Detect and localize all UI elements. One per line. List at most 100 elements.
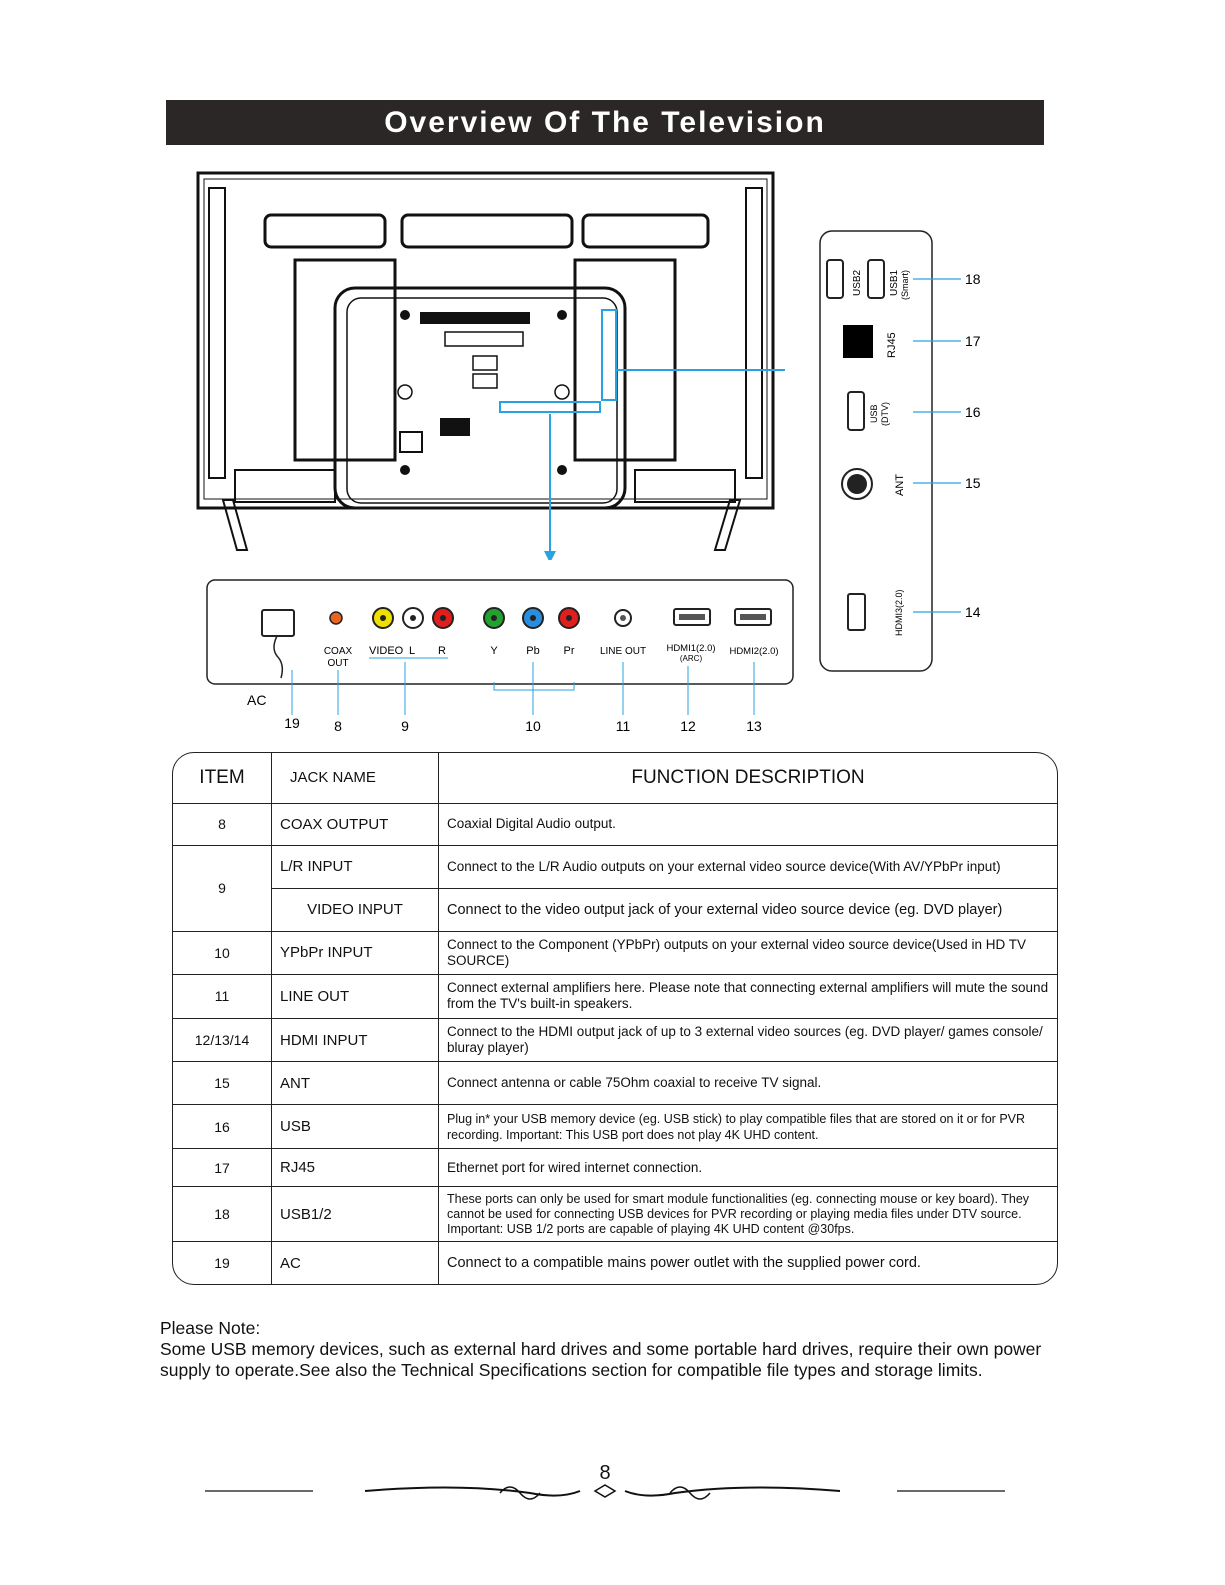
- callout-8: 8: [334, 718, 342, 734]
- row-name: YPbPr INPUT: [271, 930, 439, 975]
- header-item: ITEM: [173, 753, 272, 804]
- callout-13: 13: [746, 718, 762, 734]
- hdmi3-port-icon: [847, 593, 866, 631]
- note-heading: Please Note:: [160, 1318, 261, 1338]
- row-item: 18: [173, 1186, 272, 1243]
- row-desc: Connect to the Component (YPbPr) outputs…: [438, 930, 1057, 975]
- row-desc: Connect to the video output jack of your…: [438, 887, 1057, 932]
- row-name: COAX OUTPUT: [271, 802, 439, 846]
- row-item: 16: [173, 1104, 272, 1150]
- callout-16: 16: [965, 404, 981, 420]
- table-row: 12/13/14 HDMI INPUT Connect to the HDMI …: [173, 1017, 1057, 1063]
- usb2-port-icon: [826, 259, 844, 299]
- row-desc: Ethernet port for wired internet connect…: [438, 1148, 1057, 1188]
- ac-label: AC: [247, 692, 266, 708]
- y-jack-icon: [483, 607, 505, 629]
- table-row: 10 YPbPr INPUT Connect to the Component …: [173, 930, 1057, 975]
- callout-17: 17: [965, 333, 981, 349]
- coax-sublabel: OUT: [327, 658, 348, 669]
- pb-jack-icon: [522, 607, 544, 629]
- table-row: 16 USB Plug in* your USB memory device (…: [173, 1104, 1057, 1150]
- pb-label: Pb: [526, 645, 539, 657]
- page-title: Overview Of The Television: [166, 100, 1044, 145]
- row-desc: Plug in* your USB memory device (eg. USB…: [438, 1104, 1057, 1150]
- side-connector-panel: USB2 USB1 (Smart) 18 RJ45 17 USB (DTV) 1…: [819, 230, 981, 672]
- row-item: 11: [173, 973, 272, 1019]
- table-header-row: ITEM JACK NAME FUNCTION DESCRIPTION: [173, 753, 1057, 804]
- tv-back-illustration: [196, 171, 785, 560]
- row-name: L/R INPUT: [271, 844, 439, 889]
- antenna-port-icon: [841, 468, 873, 500]
- table-row: 17 RJ45 Ethernet port for wired internet…: [173, 1148, 1057, 1188]
- callout-11: 11: [616, 718, 631, 734]
- video-jack-icon: [372, 607, 394, 629]
- jack-function-table: ITEM JACK NAME FUNCTION DESCRIPTION 8 CO…: [172, 752, 1058, 1285]
- video-label: VIDEO: [369, 645, 404, 657]
- callout-14: 14: [965, 604, 981, 620]
- pr-jack-icon: [558, 607, 580, 629]
- usb2-label: USB2: [852, 269, 863, 296]
- row-name: HDMI INPUT: [271, 1017, 439, 1063]
- row-name: USB1/2: [271, 1186, 439, 1243]
- callout-12: 12: [680, 718, 696, 734]
- page-number: 8: [599, 1462, 611, 1484]
- row-desc: Connect external amplifiers here. Please…: [438, 973, 1057, 1019]
- row-name: AC: [271, 1241, 439, 1284]
- row-desc: Connect to the L/R Audio outputs on your…: [438, 844, 1057, 889]
- row-item: 8: [173, 802, 272, 846]
- table-row: 8 COAX OUTPUT Coaxial Digital Audio outp…: [173, 802, 1057, 846]
- callout-9: 9: [401, 718, 409, 734]
- row-name: RJ45: [271, 1148, 439, 1188]
- usb-dtv-port-icon: [847, 391, 865, 431]
- hdmi1-sublabel: (ARC): [680, 654, 703, 663]
- please-note: Please Note: Some USB memory devices, su…: [160, 1318, 1060, 1381]
- table-row: 15 ANT Connect antenna or cable 75Ohm co…: [173, 1061, 1057, 1106]
- row-item: 10: [173, 930, 272, 975]
- row-desc: Connect to a compatible mains power outl…: [438, 1241, 1057, 1284]
- table-row: VIDEO INPUT Connect to the video output …: [173, 887, 1057, 932]
- callout-15: 15: [965, 475, 981, 491]
- callout-10: 10: [525, 718, 541, 734]
- row-desc: Connect to the HDMI output jack of up to…: [438, 1017, 1057, 1063]
- table-row: 19 AC Connect to a compatible mains powe…: [173, 1241, 1057, 1284]
- row-name: LINE OUT: [271, 973, 439, 1019]
- hdmi3-label: HDMI3(2.0): [894, 589, 904, 636]
- l-label: L: [409, 645, 415, 657]
- header-function: FUNCTION DESCRIPTION: [438, 753, 1057, 804]
- row-name: USB: [271, 1104, 439, 1150]
- row-item: 19: [173, 1241, 272, 1284]
- row-desc: Coaxial Digital Audio output.: [438, 802, 1057, 846]
- row-item: 17: [173, 1148, 272, 1188]
- y-label: Y: [490, 645, 498, 657]
- header-jack-name: JACK NAME: [271, 753, 439, 804]
- usb1-sublabel: (Smart): [900, 270, 910, 300]
- hdmi1-port-icon: [673, 608, 711, 626]
- audio-r-jack-icon: [432, 607, 454, 629]
- bottom-connector-panel: COAX OUT VIDEO L R Y Pb Pr LINE OUT HDMI…: [206, 579, 794, 734]
- row-item: 9: [173, 844, 272, 932]
- line-out-jack-icon: [614, 609, 632, 627]
- row-item: 15: [173, 1061, 272, 1106]
- hdmi2-port-icon: [734, 608, 772, 626]
- pr-label: Pr: [564, 645, 575, 657]
- ac-socket-icon: [261, 609, 295, 679]
- row-name: VIDEO INPUT: [271, 887, 439, 932]
- row-name: ANT: [271, 1061, 439, 1106]
- footer-ornament-icon: [205, 1484, 1005, 1500]
- hdmi1-label: HDMI1(2.0): [666, 643, 715, 654]
- row-item: 12/13/14: [173, 1017, 272, 1063]
- table-row: 11 LINE OUT Connect external amplifiers …: [173, 973, 1057, 1019]
- rj45-port-icon: [843, 325, 873, 358]
- hdmi2-label: HDMI2(2.0): [729, 646, 778, 657]
- rj45-label: RJ45: [886, 332, 898, 358]
- usb-dtv-label: USB: [869, 404, 879, 423]
- row-desc: Connect antenna or cable 75Ohm coaxial t…: [438, 1061, 1057, 1106]
- callout-18: 18: [965, 271, 981, 287]
- coax-out-jack-icon: [329, 611, 343, 625]
- table-row: 18 USB1/2 These ports can only be used f…: [173, 1186, 1057, 1243]
- usb1-label: USB1: [889, 269, 900, 296]
- row-desc: These ports can only be used for smart m…: [438, 1186, 1057, 1243]
- ant-label: ANT: [894, 474, 906, 496]
- note-body: Some USB memory devices, such as externa…: [160, 1339, 1042, 1380]
- callout-19: 19: [284, 715, 300, 731]
